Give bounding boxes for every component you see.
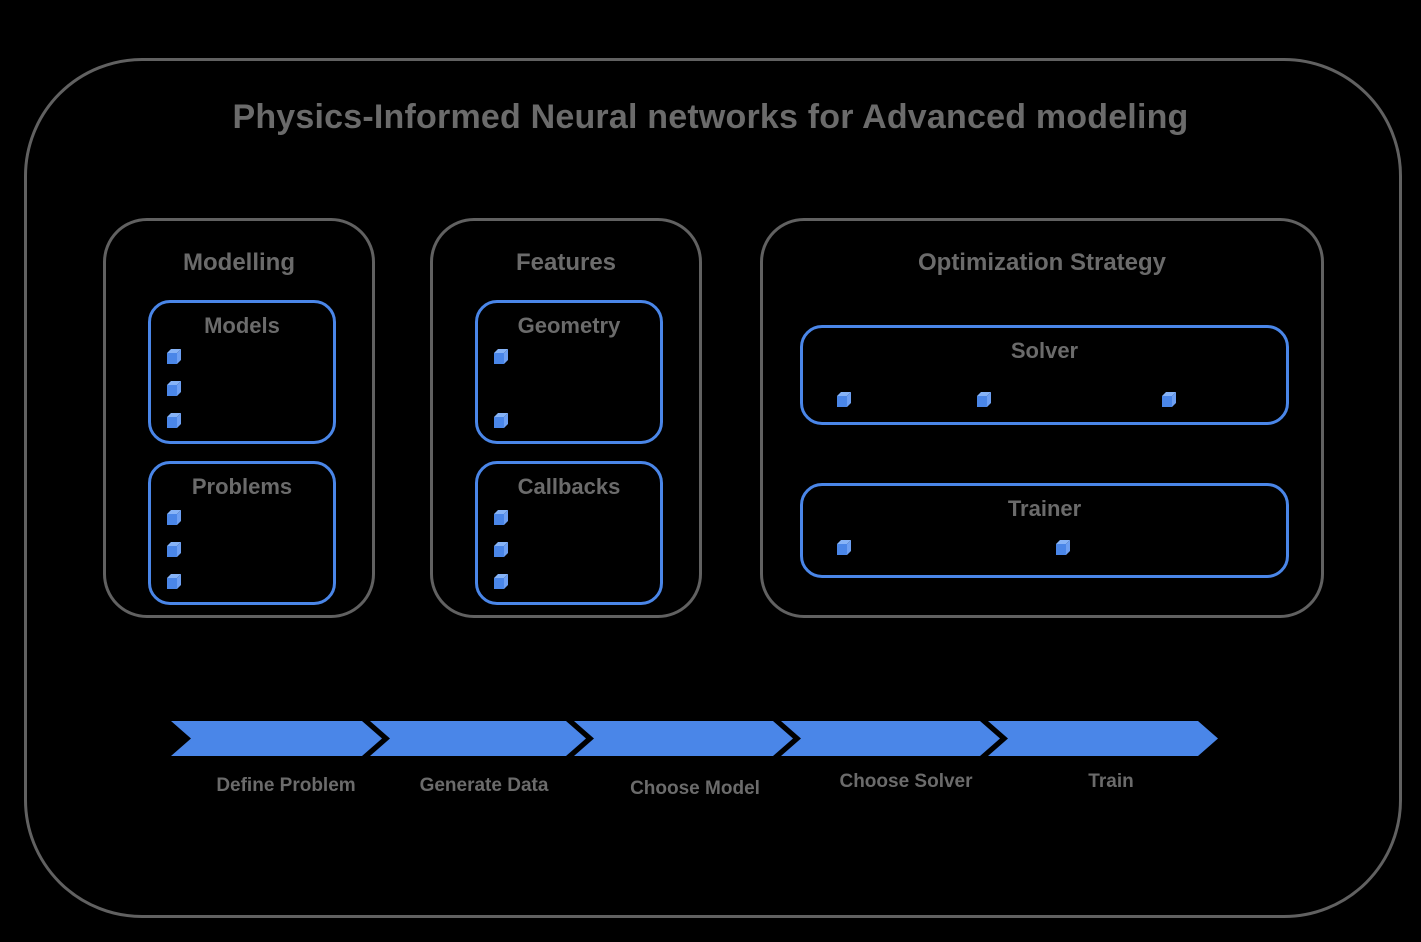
cube-icon (494, 574, 508, 589)
bullet-cubes (803, 486, 1286, 575)
bullet-cubes (803, 328, 1286, 422)
group-models: Models (148, 300, 336, 444)
group-title: Problems (191, 474, 293, 499)
bullet-cubes (492, 349, 509, 428)
cube-icon (167, 381, 181, 396)
cube-icon (837, 392, 851, 407)
cube-icon (1162, 392, 1176, 407)
group-callbacks: Callbacks (475, 461, 663, 605)
section-title: Optimization Strategy (917, 249, 1167, 276)
cube-icon (977, 392, 991, 407)
cube-icon (167, 510, 181, 525)
cube-icon (837, 540, 851, 555)
section-optimization-strategy: Optimization Strategy Solver Trainer (760, 218, 1324, 618)
group-geometry: Geometry (475, 300, 663, 444)
bullet-cubes (492, 510, 509, 589)
page-title: Physics-Informed Neural networks for Adv… (232, 98, 1189, 136)
flow-step-label: Generate Data (419, 775, 549, 796)
group-title: Trainer (1007, 496, 1082, 521)
group-title: Geometry (517, 313, 621, 338)
group-title: Solver (1010, 338, 1079, 363)
flow-arrow-segment-5 (988, 721, 1218, 756)
flow-step-label: Train (1088, 771, 1134, 792)
cube-icon (1056, 540, 1070, 555)
cube-icon (167, 413, 181, 428)
section-title: Features (515, 249, 617, 276)
section-modelling: Modelling Models Problems (103, 218, 375, 618)
flow-arrow-segment-4 (781, 721, 1000, 756)
cube-icon (494, 510, 508, 525)
cube-icon (167, 542, 181, 557)
cube-icon (494, 349, 508, 364)
flow-step-label: Choose Model (630, 778, 760, 799)
bullet-cubes (165, 510, 182, 589)
section-features: Features Geometry Callbacks (430, 218, 702, 618)
group-problems: Problems (148, 461, 336, 605)
cube-icon (167, 349, 181, 364)
flow-arrow-segment-2 (370, 721, 586, 756)
group-trainer: Trainer (800, 483, 1289, 578)
flow-step-label: Choose Solver (839, 771, 973, 792)
flow-step-label: Define Problem (216, 775, 356, 796)
flow-arrow-segment-1 (171, 721, 382, 756)
flow-arrow-segment-3 (574, 721, 793, 756)
group-solver: Solver (800, 325, 1289, 425)
section-title: Modelling (183, 249, 295, 276)
bullet-cubes (165, 349, 182, 428)
diagram-outer-frame (24, 58, 1402, 918)
cube-icon (167, 574, 181, 589)
group-title: Callbacks (517, 474, 621, 499)
cube-icon (494, 413, 508, 428)
group-title: Models (204, 313, 280, 338)
cube-icon (494, 542, 508, 557)
